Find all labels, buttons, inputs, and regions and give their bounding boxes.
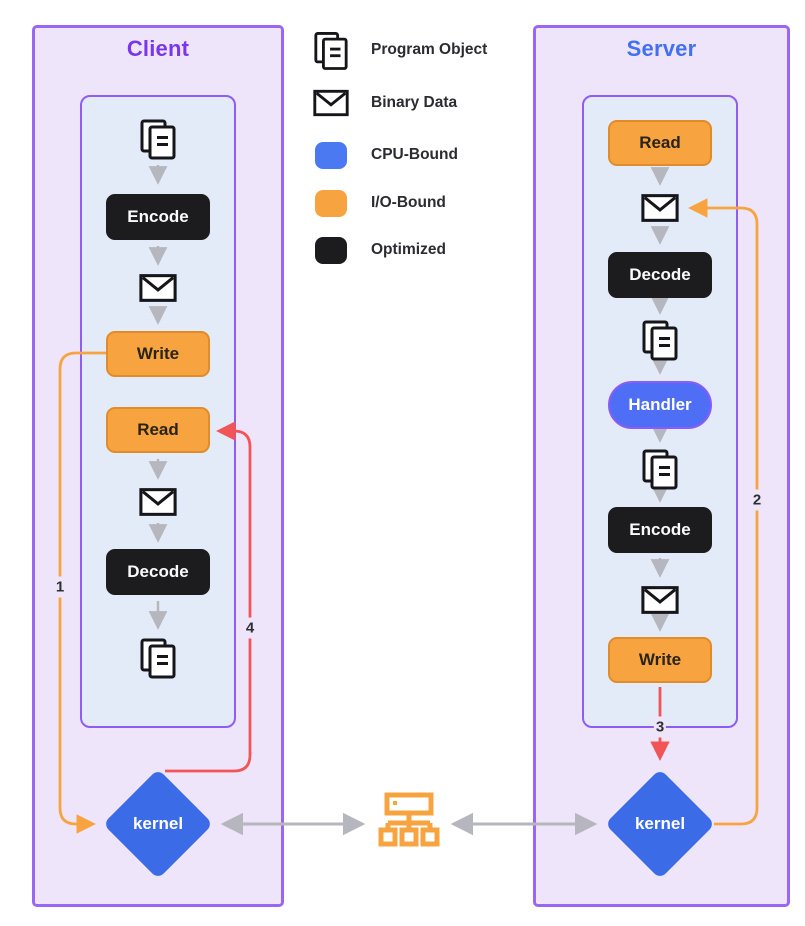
io-bound-swatch — [312, 189, 350, 217]
program-object-icon — [312, 30, 350, 71]
edge-label-1: 1 — [53, 576, 67, 598]
edge-label-2: 2 — [750, 489, 764, 511]
legend-row-binary-data: Binary Data — [312, 83, 457, 123]
program-object-icon — [641, 448, 679, 490]
binary-data-icon — [641, 193, 679, 223]
legend-row-program-object: Program Object — [312, 30, 487, 70]
legend-label: I/O-Bound — [371, 194, 446, 211]
client-encode-node: Encode — [106, 194, 210, 240]
server-handler-node: Handler — [608, 381, 712, 429]
server-decode-node: Decode — [608, 252, 712, 298]
server-read-node: Read — [608, 120, 712, 166]
binary-data-icon — [641, 585, 679, 615]
binary-data-icon — [139, 487, 177, 517]
program-object-icon — [641, 319, 679, 361]
legend-row-cpu-bound: CPU-Bound — [312, 135, 458, 175]
legend-row-optimized: Optimized — [312, 230, 446, 270]
legend-row-io-bound: I/O-Bound — [312, 183, 446, 223]
client-decode-node: Decode — [106, 549, 210, 595]
legend-label: Optimized — [371, 241, 446, 258]
cpu-bound-swatch — [312, 141, 350, 169]
edge-label-3: 3 — [653, 716, 667, 738]
program-object-icon — [139, 637, 177, 679]
server-encode-node: Encode — [608, 507, 712, 553]
client-kernel-label: kernel — [132, 814, 184, 833]
client-panel-title: Client — [126, 36, 190, 61]
legend-label: Binary Data — [371, 94, 458, 111]
edge-label-4: 4 — [243, 617, 257, 639]
program-object-icon — [139, 118, 177, 160]
server-panel-title: Server — [626, 36, 697, 61]
binary-data-icon — [312, 89, 350, 117]
legend-label: CPU-Bound — [371, 146, 458, 163]
client-read-node: Read — [106, 407, 210, 453]
network-icon — [377, 790, 441, 858]
binary-data-icon — [139, 273, 177, 303]
server-kernel-label: kernel — [634, 814, 686, 833]
legend-label: Program Object — [371, 41, 488, 58]
client-write-node: Write — [106, 331, 210, 377]
optimized-swatch — [312, 236, 350, 264]
server-write-node: Write — [608, 637, 712, 683]
